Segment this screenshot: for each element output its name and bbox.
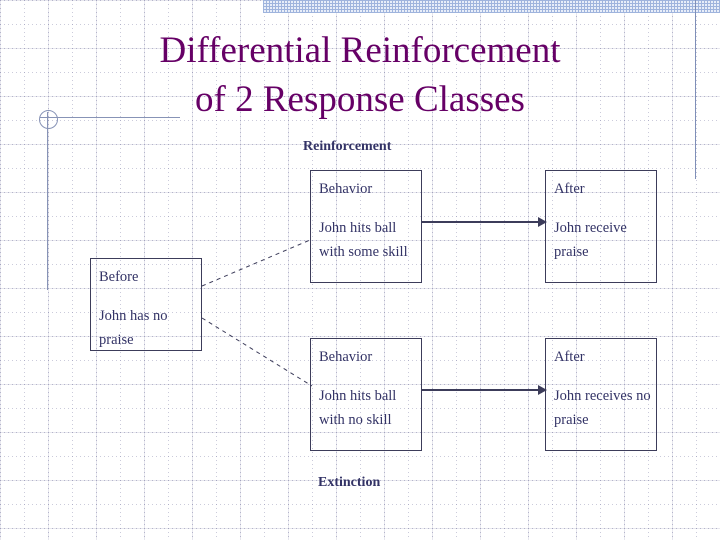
box-after-reinforcement-header: After [554, 181, 585, 197]
page-title: Differential Reinforcement of 2 Response… [0, 26, 720, 124]
box-behavior-extinction-header: Behavior [319, 349, 373, 365]
title-line-1: Differential Reinforcement [159, 30, 561, 71]
left-horizontal-rule [40, 117, 180, 118]
right-vertical-rule [695, 0, 696, 179]
caption-reinforcement: Reinforcement [303, 139, 392, 154]
box-after-extinction-header: After [554, 349, 585, 365]
box-after-extinction-body: John receives no praise [554, 388, 651, 428]
box-behavior-extinction-body: John hits ball with no skill [319, 388, 397, 428]
box-after-extinction: After John receives no praise [545, 338, 657, 451]
box-before-header: Before [99, 269, 139, 285]
box-after-reinforcement-body: John receive praise [554, 220, 627, 260]
box-behavior-reinforcement-body: John hits ball with some skill [319, 220, 408, 260]
box-behavior-extinction: Behavior John hits ball with no skill [310, 338, 422, 451]
box-before: Before John has no praise [90, 258, 202, 351]
title-line-2: of 2 Response Classes [195, 79, 525, 121]
box-after-reinforcement: After John receive praise [545, 170, 657, 283]
decorative-circle-icon [39, 110, 58, 129]
caption-extinction: Extinction [318, 475, 381, 490]
box-behavior-reinforcement: Behavior John hits ball with some skill [310, 170, 422, 283]
box-behavior-reinforcement-header: Behavior [319, 181, 373, 197]
connector-before-to-behavior-reinforcement [201, 239, 311, 287]
box-before-body: John has no praise [99, 308, 168, 348]
top-decorative-band [263, 0, 720, 13]
left-vertical-rule [47, 112, 48, 290]
connector-before-to-behavior-extinction [201, 317, 313, 387]
